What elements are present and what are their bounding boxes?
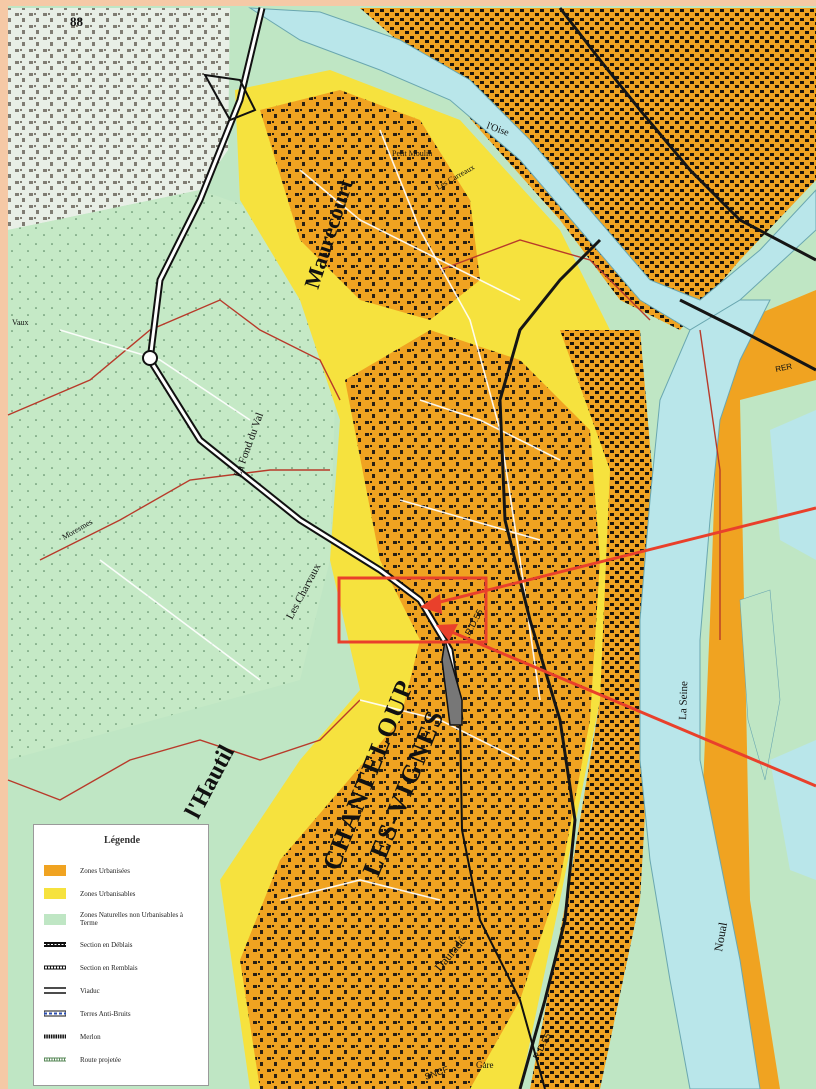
highlight-annotation — [337, 506, 816, 788]
commune-boundaries — [7, 239, 721, 801]
legend-item-route: Route projetée — [44, 1049, 200, 1070]
map-legend: Légende Zones Urbanisées Zones Urbanisab… — [33, 824, 209, 1086]
merlon-line-icon — [44, 1034, 66, 1039]
label-petit-moulin: Petit Moulin — [392, 149, 432, 158]
label-la-seine: La Seine — [677, 681, 690, 720]
label-vaux: Vaux — [12, 318, 28, 327]
page-number: 88 — [70, 14, 83, 29]
legend-item-viaduc: Viaduc — [44, 980, 200, 1001]
legend-item-terres: Terres Anti-Bruits — [44, 1003, 200, 1024]
route-line-icon — [44, 1057, 66, 1062]
motorway-route — [142, 7, 546, 1089]
urbanizable-swatch — [44, 888, 66, 899]
legend-item-natural: Zones Naturelles non Urbanisables à Term… — [44, 906, 200, 932]
legend-item-urbanized: Zones Urbanisées — [44, 860, 200, 881]
railway-line — [498, 238, 602, 1089]
highlight-box — [337, 576, 488, 644]
legend-title: Légende — [103, 835, 141, 846]
label-gare: Gare — [476, 1060, 494, 1070]
seine-river — [639, 299, 771, 1089]
urbanized-swatch — [44, 865, 66, 876]
natural-zone-east — [740, 380, 816, 1089]
remblais-line-icon — [44, 965, 66, 970]
legend-item-merlon: Merlon — [44, 1026, 200, 1047]
label-noual: Noual — [711, 921, 730, 953]
label-rea: RER — [775, 362, 794, 374]
viaduc-line-icon — [44, 987, 66, 994]
arrow-upper — [431, 506, 816, 606]
terres-line-icon — [44, 1010, 66, 1017]
legend-item-deblais: Section en Déblais — [44, 934, 200, 955]
legend-item-remblais: Section en Remblais — [44, 957, 200, 978]
oise-river — [248, 7, 816, 331]
deblais-line-icon — [44, 942, 66, 947]
local-roads — [59, 129, 561, 901]
legend-item-urbanizable: Zones Urbanisables — [44, 883, 200, 904]
arrow-lower — [446, 628, 816, 788]
natural-swatch — [44, 913, 66, 925]
